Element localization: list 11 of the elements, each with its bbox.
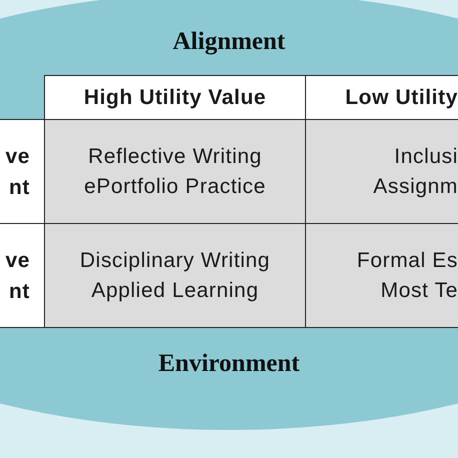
- ellipse-band: [0, 0, 458, 432]
- table-cell: Reflective Writing ePortfolio Practice: [44, 119, 306, 224]
- table-cell: Disciplinary Writing Applied Learning: [44, 223, 306, 328]
- row-header: ve nt: [0, 223, 45, 328]
- band-label: Alignment: [172, 27, 286, 57]
- band-label: Environment: [158, 349, 300, 379]
- column-header: Low Utility: [305, 75, 458, 120]
- table-cell: Inclusi Assignm: [305, 119, 458, 224]
- row-header: ve nt: [0, 119, 45, 224]
- table-cell: Formal Es Most Te: [305, 223, 458, 328]
- column-header: High Utility Value: [44, 75, 306, 120]
